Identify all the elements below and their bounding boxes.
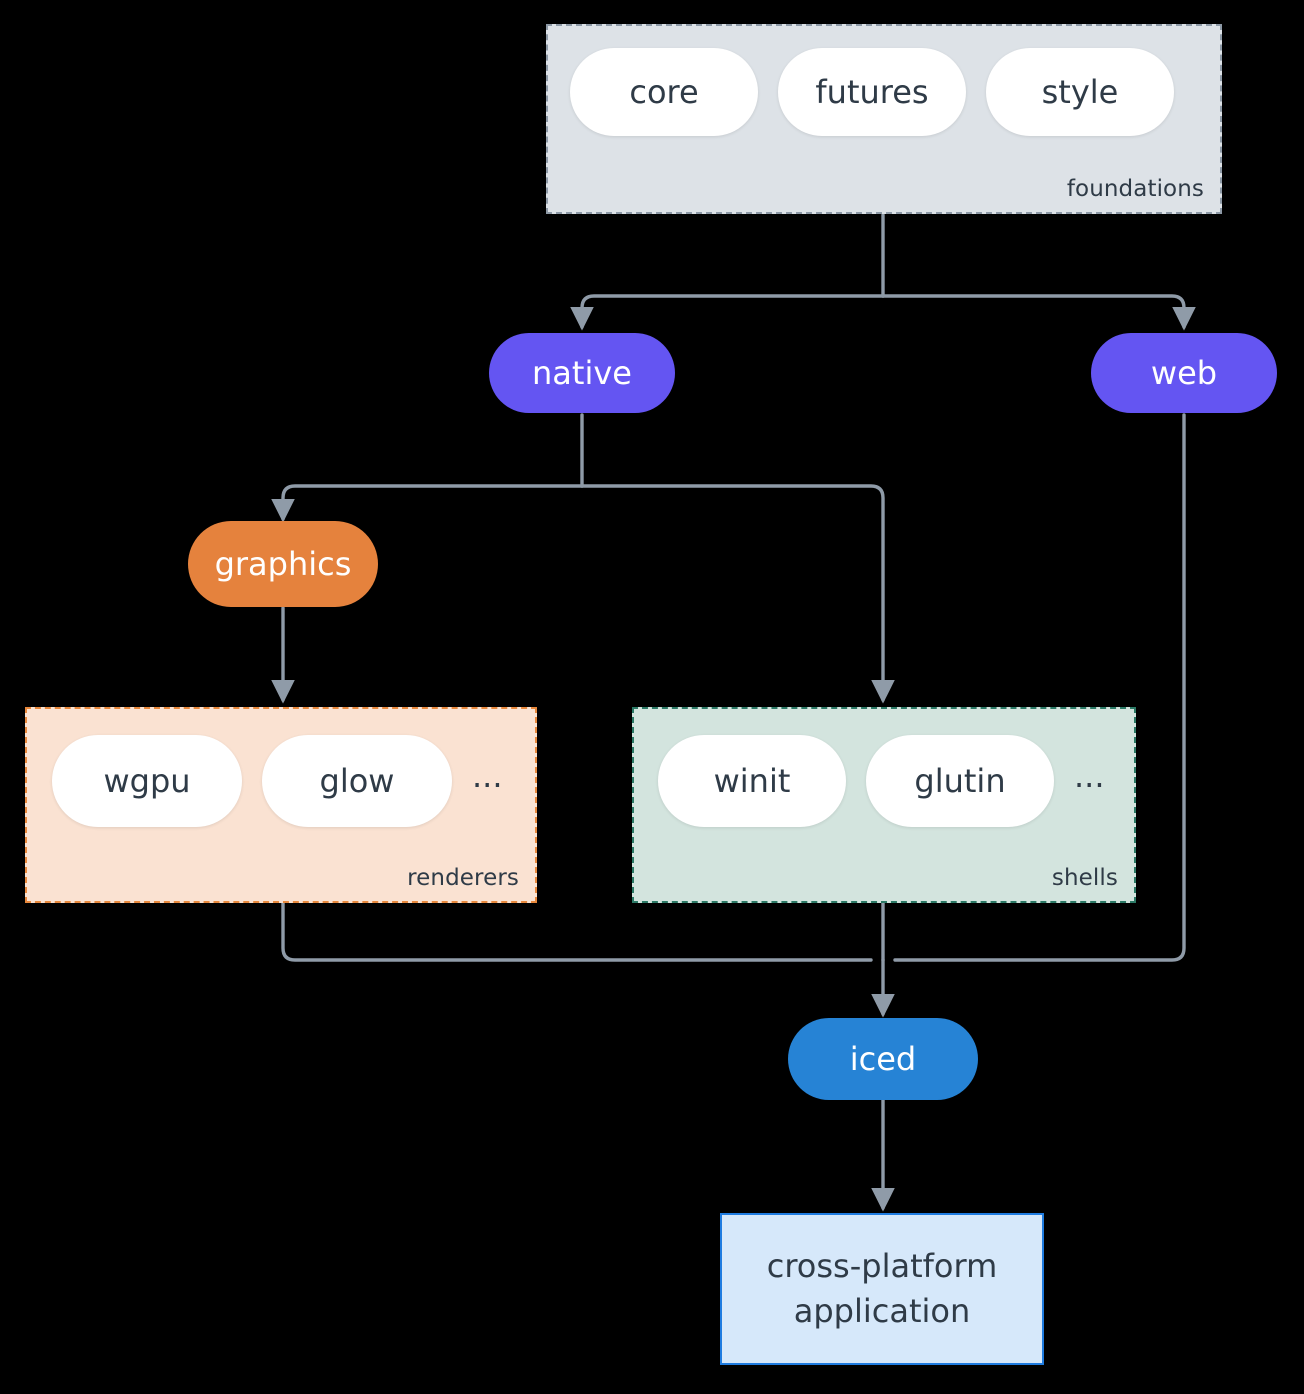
node-iced[interactable]: iced xyxy=(788,1018,978,1100)
group-label-shells: shells xyxy=(1051,865,1118,891)
edge-native-to-graphics xyxy=(271,484,584,523)
application-text-block: cross-platform application xyxy=(767,1244,997,1335)
group-label-foundations: foundations xyxy=(1066,176,1204,202)
shells-more-ellipsis: ... xyxy=(1074,757,1105,795)
renderers-items: wgpu glow ... xyxy=(52,735,503,827)
node-iced-label: iced xyxy=(849,1040,917,1078)
group-foundations: core futures style foundations xyxy=(546,24,1222,214)
shells-items: winit glutin ... xyxy=(658,735,1105,827)
edge-foundations-to-native xyxy=(570,294,885,331)
node-native-label: native xyxy=(532,354,632,392)
chip-winit[interactable]: winit xyxy=(658,735,846,827)
edge-renderers-to-iced xyxy=(281,901,873,962)
chip-style[interactable]: style xyxy=(986,48,1174,136)
group-label-renderers: renderers xyxy=(407,865,519,891)
foundations-items: core futures style xyxy=(570,48,1174,136)
application-line-2: application xyxy=(793,1292,971,1330)
edge-foundations-to-web xyxy=(881,294,1196,331)
node-web[interactable]: web xyxy=(1091,333,1277,413)
node-application[interactable]: cross-platform application xyxy=(720,1213,1044,1365)
group-shells: winit glutin ... shells xyxy=(632,707,1136,903)
node-graphics-label: graphics xyxy=(214,545,352,583)
node-native[interactable]: native xyxy=(489,333,675,413)
node-graphics[interactable]: graphics xyxy=(188,521,378,607)
node-web-label: web xyxy=(1150,354,1218,392)
chip-glutin[interactable]: glutin xyxy=(866,735,1054,827)
edge-native-to-shells xyxy=(580,484,895,704)
chip-glow[interactable]: glow xyxy=(262,735,452,827)
renderers-more-ellipsis: ... xyxy=(472,757,503,795)
chip-wgpu[interactable]: wgpu xyxy=(52,735,242,827)
group-renderers: wgpu glow ... renderers xyxy=(25,707,537,903)
chip-core[interactable]: core xyxy=(570,48,758,136)
chip-futures[interactable]: futures xyxy=(778,48,966,136)
application-line-1: cross-platform xyxy=(766,1246,998,1285)
